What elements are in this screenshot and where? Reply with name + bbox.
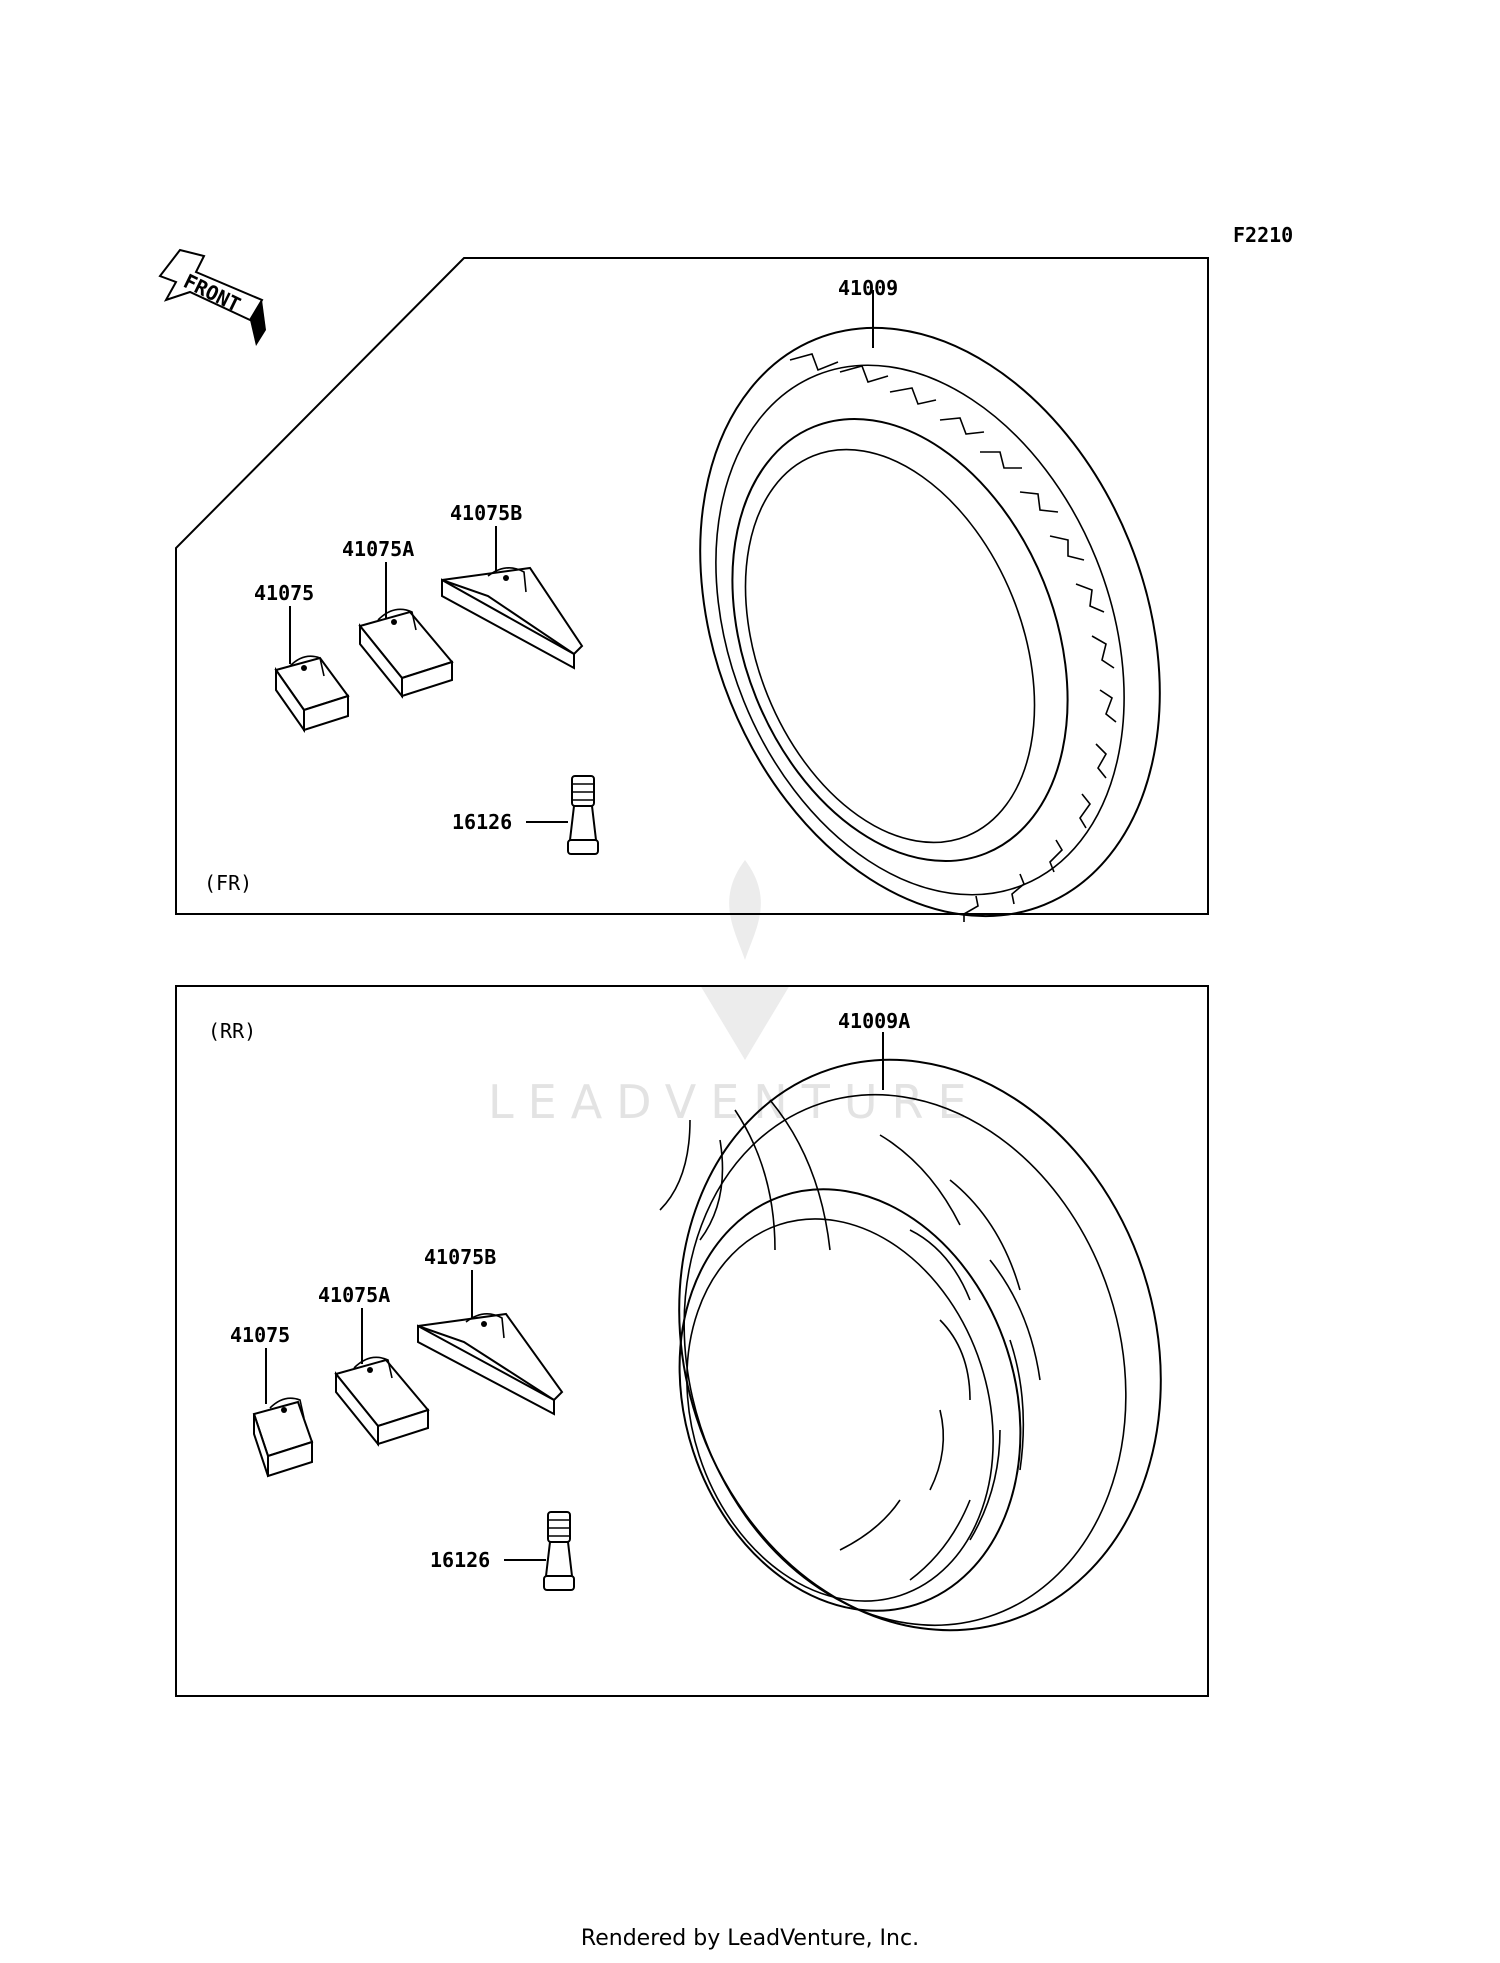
- front-section-label: (FR): [204, 871, 252, 895]
- front-weight-small: 41075: [254, 581, 350, 734]
- rear-weight-medium: 41075A: [318, 1283, 430, 1447]
- front-weight-medium-part-number: 41075A: [342, 537, 414, 561]
- rear-valve-part-number: 16126: [430, 1548, 490, 1572]
- watermark-text: LEADVENTURE: [488, 1075, 981, 1129]
- rear-section-label: (RR): [208, 1019, 256, 1043]
- front-weight-small-part-number: 41075: [254, 581, 314, 605]
- front-weight-large-part-number: 41075B: [450, 501, 522, 525]
- front-tire: 41009: [699, 276, 1161, 922]
- rear-weight-small: 41075: [230, 1323, 314, 1478]
- rear-tire: 41009A: [659, 1009, 1162, 1632]
- rear-weight-medium-part-number: 41075A: [318, 1283, 390, 1307]
- rear-weight-large: 41075B: [417, 1245, 564, 1416]
- rear-tire-part-number: 41009A: [838, 1009, 910, 1033]
- front-arrow-icon: FRONT: [158, 248, 266, 346]
- front-tire-part-number: 41009: [838, 276, 898, 300]
- front-weight-medium: 41075A: [342, 537, 454, 699]
- front-valve: 16126: [452, 775, 599, 855]
- front-section-frame: [175, 257, 1209, 915]
- rear-weight-large-part-number: 41075B: [424, 1245, 496, 1269]
- watermark: LEADVENTURE: [488, 860, 981, 1129]
- front-valve-part-number: 16126: [452, 810, 512, 834]
- front-weight-large: 41075B: [441, 501, 584, 670]
- rear-section-frame: [175, 985, 1209, 1697]
- diagram-code: F2210: [1233, 223, 1293, 247]
- footer-credit: Rendered by LeadVenture, Inc.: [580, 1926, 920, 1951]
- front-arrow-label: FRONT: [180, 269, 245, 317]
- section-front: (FR): [175, 257, 1209, 922]
- rear-valve: 16126: [430, 1511, 575, 1591]
- section-rear: (RR): [175, 985, 1209, 1697]
- rear-weight-small-part-number: 41075: [230, 1323, 290, 1347]
